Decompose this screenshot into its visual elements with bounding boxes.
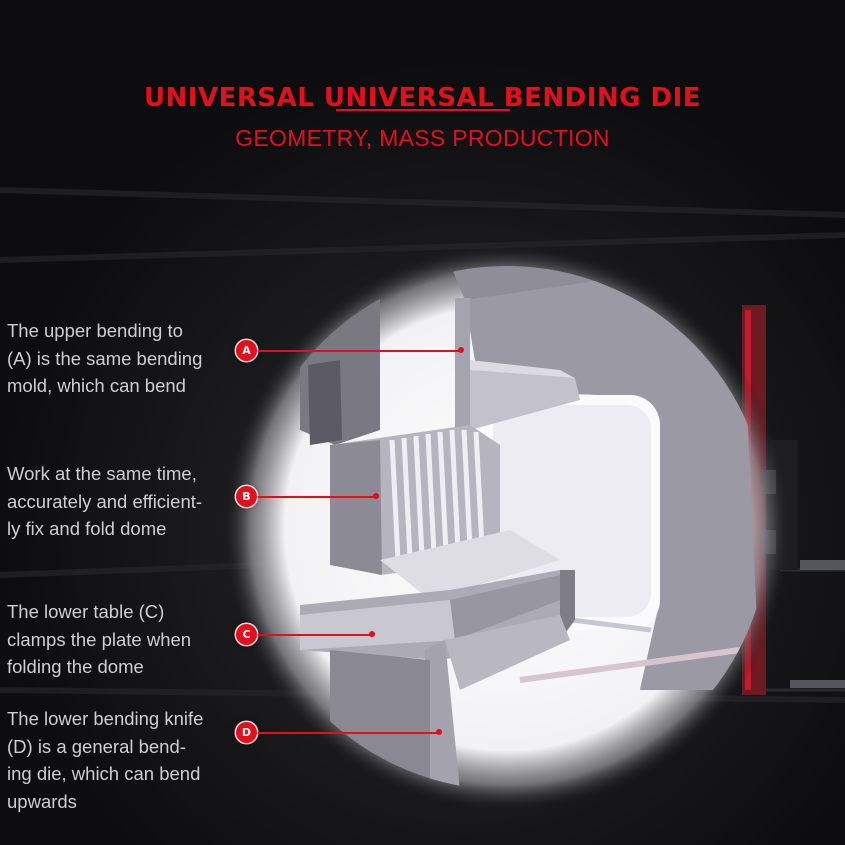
annotation-b-text: Work at the same time, accurately and ef… — [7, 463, 203, 539]
marker-c-badge: C — [236, 624, 257, 645]
leader-line-a — [258, 350, 461, 352]
page-title: UNIVERSAL UNIVERSAL BENDING DIE — [143, 83, 702, 114]
leader-line-c — [258, 634, 372, 636]
title-divider — [336, 109, 510, 111]
leader-dot-c — [369, 631, 375, 637]
annotation-c-text: The lower table (C) clamps the plate whe… — [7, 601, 192, 677]
leader-line-d — [258, 732, 439, 734]
leader-line-b — [258, 496, 376, 498]
page-subtitle: GEOMETRY, MASS PRODUCTION — [235, 125, 610, 151]
marker-b-badge: B — [236, 486, 257, 507]
leader-dot-a — [458, 347, 464, 353]
leader-dot-b — [373, 493, 379, 499]
marker-a-badge: A — [236, 340, 257, 361]
marker-d-badge: D — [236, 722, 257, 743]
annotation-a-text: The upper bending to (A) is the same ben… — [7, 320, 203, 396]
annotation-d-text: The lower bending knife (D) is a general… — [7, 708, 204, 812]
leader-dot-d — [436, 729, 442, 735]
